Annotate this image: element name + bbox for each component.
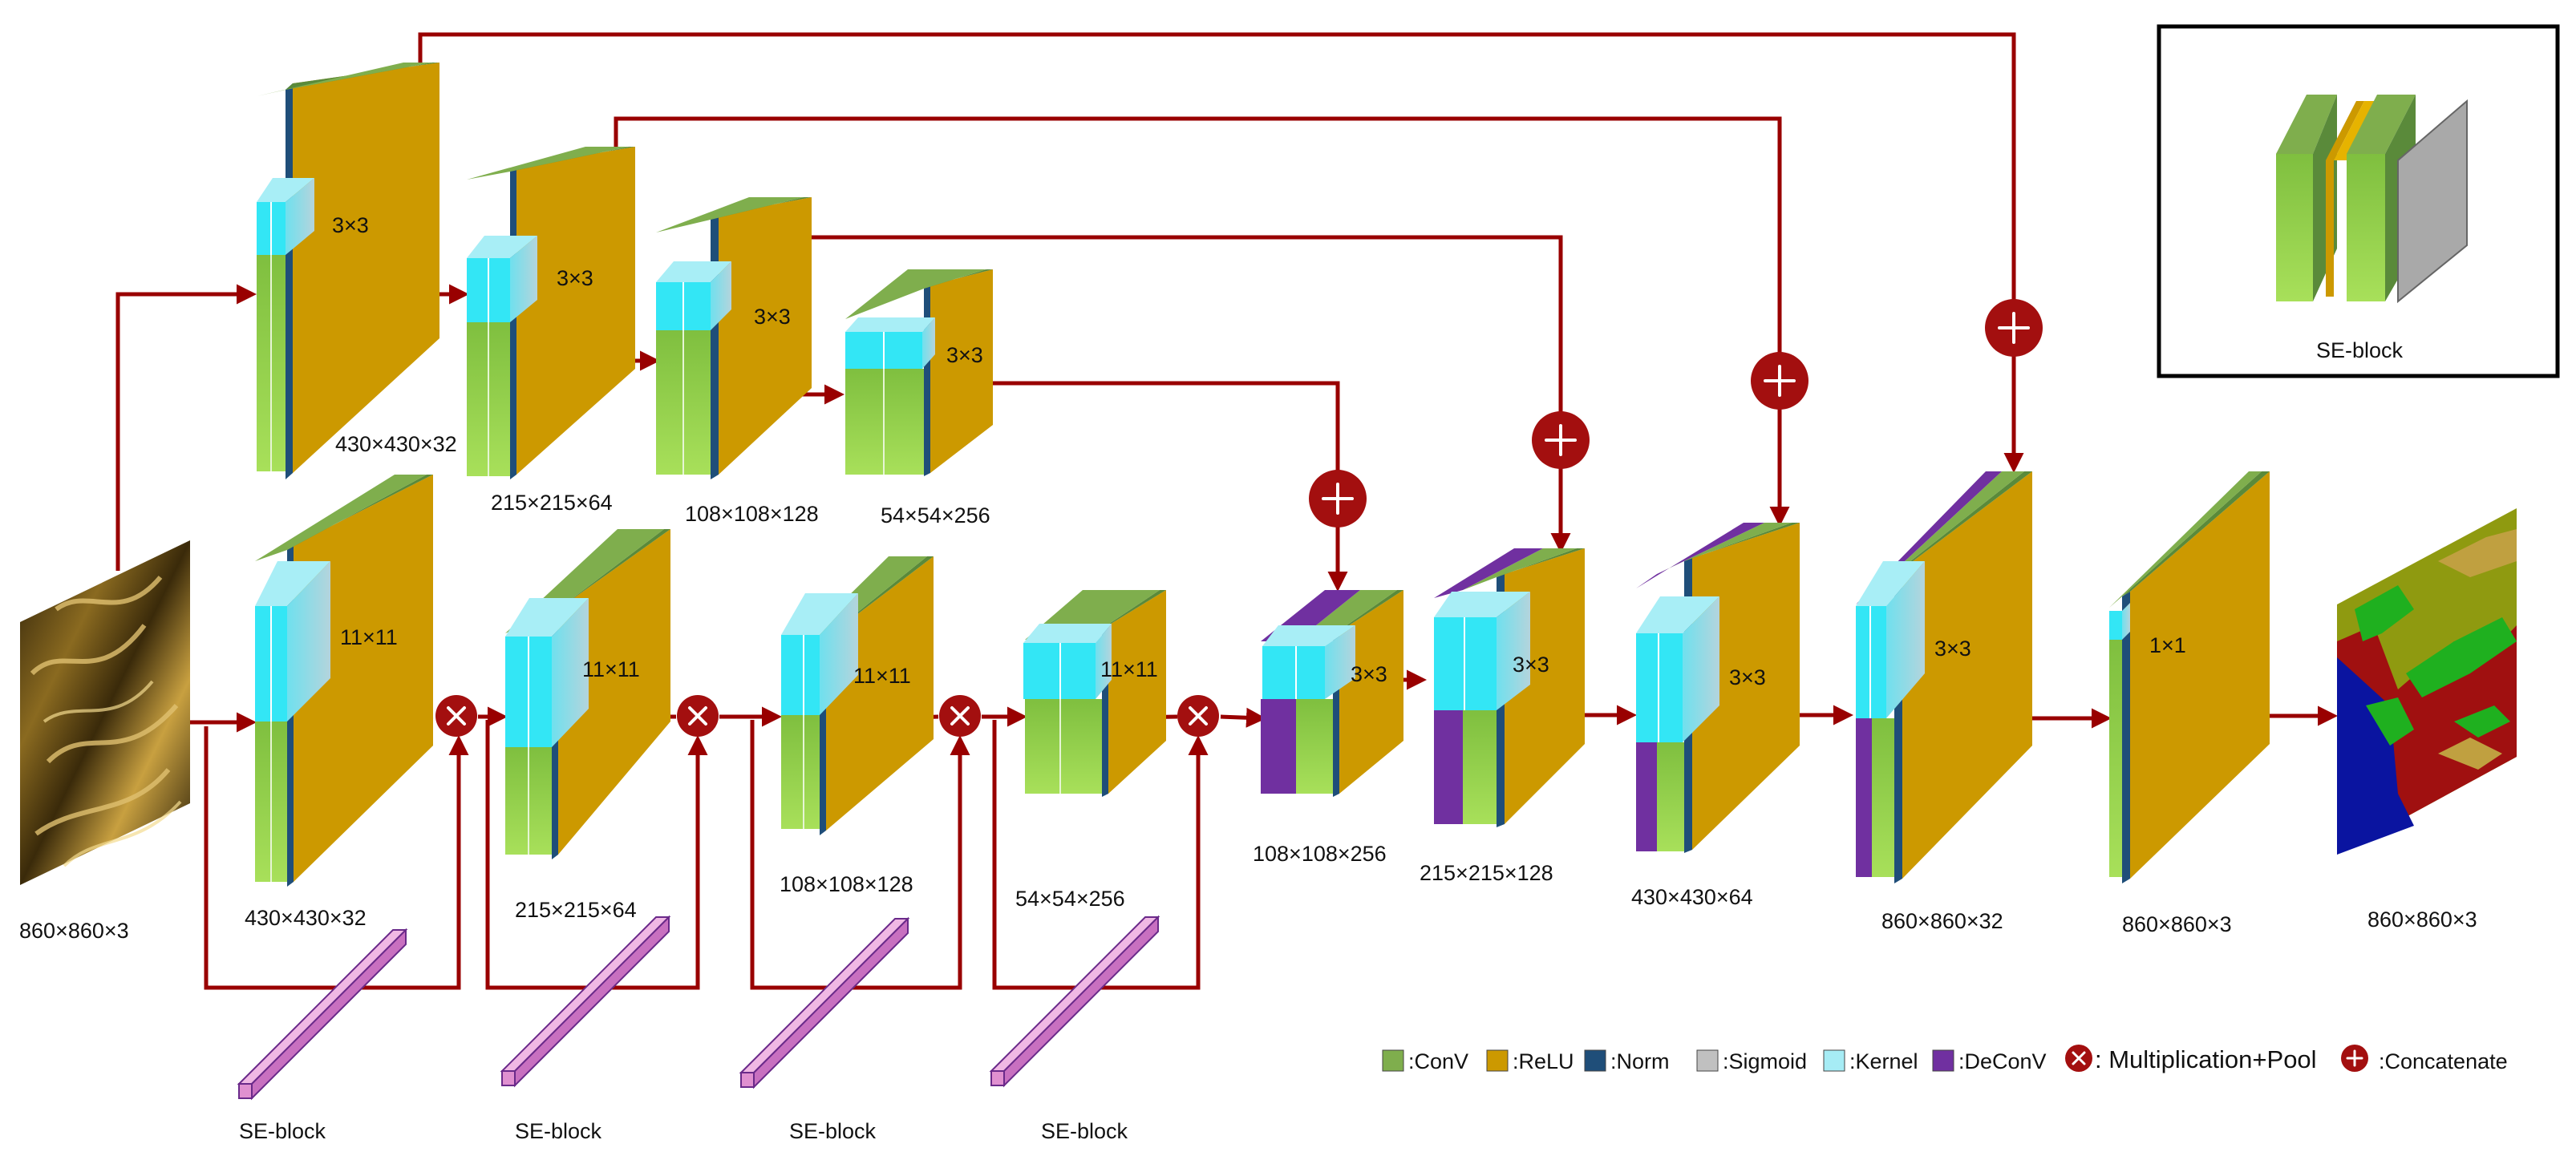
decoder-size-4: 860×860×32: [1881, 909, 2003, 933]
encoder-top-block-1: [257, 63, 439, 479]
legend-swatch-conv: [1382, 1049, 1404, 1072]
legend-swatch-kernel: [1823, 1049, 1845, 1072]
encoder-top-kernel-4: 3×3: [946, 343, 983, 367]
decoder-block-1: [1261, 590, 1403, 797]
multiply-node-3: [939, 695, 981, 737]
decoder-block-4: [1856, 471, 2032, 883]
legend-label-deconv: :DeConV: [1958, 1049, 2047, 1073]
encoder-top-size-2: 215×215×64: [491, 491, 613, 515]
se-block-label-4: SE-block: [1041, 1119, 1128, 1143]
legend-swatch-norm: [1584, 1049, 1606, 1072]
se-block-inset: [2157, 24, 2560, 378]
encoder-top-block-3: [656, 197, 812, 479]
legend-label-kernel: :Kernel: [1849, 1049, 1918, 1073]
decoder-kernel-3: 3×3: [1729, 665, 1766, 689]
se-block-label-1: SE-block: [239, 1119, 326, 1143]
se-block-label-3: SE-block: [789, 1119, 877, 1143]
encoder-top-kernel-3: 3×3: [754, 305, 791, 329]
decoder-size-3: 430×430×64: [1631, 885, 1753, 909]
concat-node-2: [1751, 352, 1808, 410]
final-conv-size: 860×860×3: [2122, 912, 2232, 936]
skip-2: [614, 116, 1782, 353]
legend-swatch-deconv: [1932, 1049, 1954, 1072]
se-block-label-2: SE-block: [515, 1119, 602, 1143]
concat-node-1: [1985, 299, 2043, 357]
arrow-mul4-d1: [1220, 707, 1266, 728]
encoder-bottom-kernel-3: 11×11: [853, 664, 911, 688]
decoder-kernel-4: 3×3: [1934, 637, 1971, 661]
decoder-size-1: 108×108×256: [1253, 842, 1387, 866]
legend: :ConV :ReLU :Norm :Sigmoid :Kernel :DeCo…: [1382, 1045, 2508, 1073]
encoder-bottom-size-1: 430×430×32: [245, 906, 367, 930]
decoder-size-2: 215×215×128: [1420, 861, 1553, 885]
skip-4: [946, 381, 1340, 471]
legend-label-norm: :Norm: [1610, 1049, 1670, 1073]
final-conv-kernel: 1×1: [2149, 633, 2186, 657]
se-block-rod-2: [500, 915, 671, 1088]
legend-multiply-icon: [2065, 1045, 2092, 1072]
input-size-label: 860×860×3: [19, 919, 129, 943]
encoder-top-block-4: [845, 269, 993, 476]
output-segmentation-map: [2337, 508, 2517, 855]
encoder-bottom-block-4: [1023, 590, 1166, 797]
decoder-kernel-1: 3×3: [1351, 662, 1387, 686]
concat-node-3: [1532, 411, 1590, 469]
se-block-rod-1: [237, 928, 408, 1101]
legend-label-concat: :Concatenate: [2379, 1049, 2508, 1073]
encoder-top-size-3: 108×108×128: [685, 502, 819, 526]
multiply-node-1: [435, 695, 477, 737]
encoder-bottom-size-2: 215×215×64: [515, 898, 637, 922]
encoder-bottom-kernel-4: 11×11: [1100, 657, 1158, 681]
se-block-rod-4: [989, 915, 1160, 1088]
legend-label-multiply: : Multiplication+Pool: [2095, 1045, 2317, 1073]
encoder-top-kernel-2: 3×3: [557, 266, 593, 290]
encoder-bottom-block-2: [505, 529, 670, 859]
encoder-bottom-block-3: [781, 556, 934, 835]
encoder-top-block-2: [467, 147, 635, 479]
legend-label-sigmoid: :Sigmoid: [1723, 1049, 1807, 1073]
encoder-bottom-size-3: 108×108×128: [780, 872, 913, 896]
output-size-label: 860×860×3: [2367, 907, 2477, 932]
concat-node-4: [1309, 470, 1367, 527]
encoder-bottom-kernel-1: 11×11: [340, 625, 398, 649]
skip-3: [766, 235, 1563, 412]
input-image: [20, 540, 190, 885]
legend-swatch-relu: [1486, 1049, 1509, 1072]
arrow-input-to-top: [115, 284, 257, 571]
final-conv-block: [2109, 471, 2270, 883]
encoder-bottom-size-4: 54×54×256: [1015, 887, 1125, 911]
skip-1: [418, 32, 2016, 301]
encoder-bottom-block-1: [255, 475, 433, 887]
decoder-block-2: [1434, 548, 1585, 827]
se-block-inset-label: SE-block: [2316, 338, 2404, 362]
decoder-kernel-2: 3×3: [1513, 653, 1549, 677]
encoder-top-size-4: 54×54×256: [881, 503, 990, 527]
legend-label-conv: :ConV: [1408, 1049, 1468, 1073]
encoder-top-kernel-1: 3×3: [332, 213, 369, 237]
legend-concat-icon: [2341, 1045, 2368, 1072]
se-loop-1: [204, 726, 469, 990]
encoder-bottom-kernel-2: 11×11: [582, 657, 640, 681]
se-loop-3: [750, 720, 970, 990]
legend-swatch-sigmoid: [1696, 1049, 1719, 1072]
multiply-node-2: [677, 695, 719, 737]
decoder-block-3: [1636, 523, 1800, 853]
legend-label-relu: :ReLU: [1513, 1049, 1574, 1073]
se-block-rod-3: [739, 916, 910, 1089]
multiply-node-4: [1177, 695, 1219, 737]
encoder-top-size-1: 430×430×32: [335, 432, 457, 456]
